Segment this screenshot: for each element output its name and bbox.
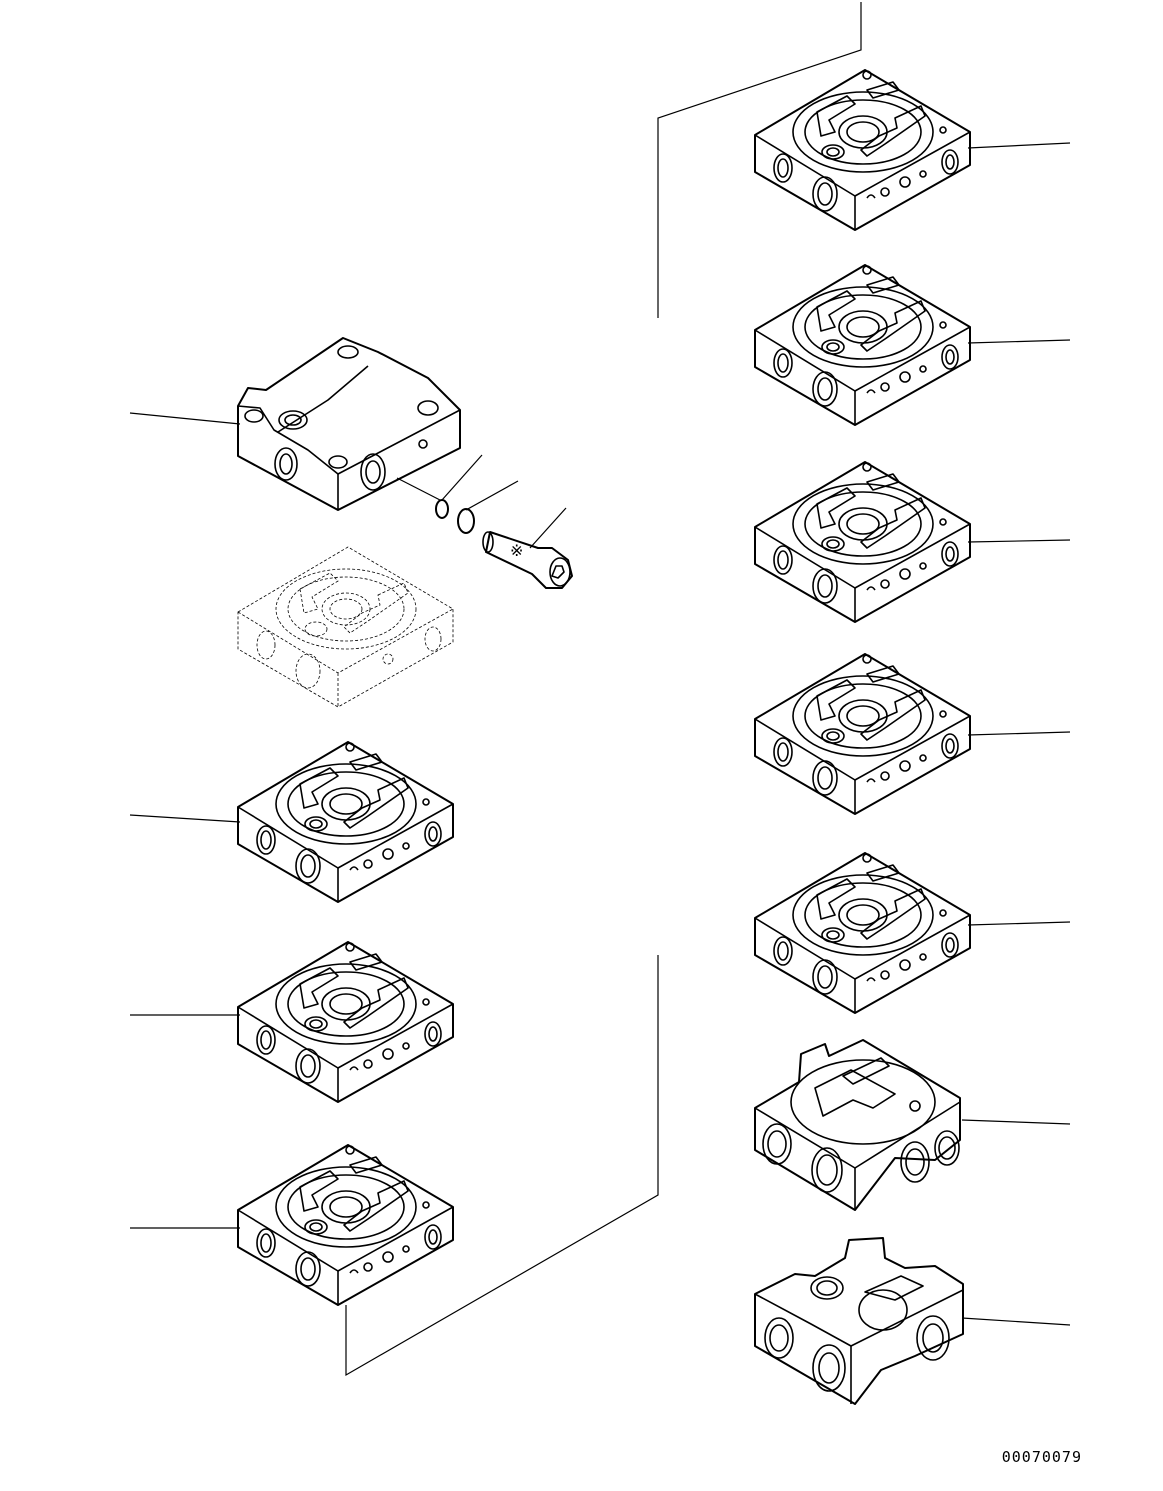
section-left-3 (237, 1144, 454, 1306)
o-ring-1 (435, 499, 449, 519)
section-right-1 (754, 69, 971, 231)
plug-mark: ※ (510, 541, 523, 560)
end-cover-bottom (754, 1237, 964, 1405)
section-reference-dashed (237, 546, 454, 708)
section-left-1 (237, 741, 454, 903)
section-right-5 (754, 852, 971, 1014)
drawing-code: 00070079 (1001, 1448, 1082, 1466)
section-right-4 (754, 653, 971, 815)
section-left-2 (237, 941, 454, 1103)
inlet-section (754, 1039, 961, 1211)
section-right-3 (754, 461, 971, 623)
cover-top-left (237, 337, 461, 511)
connection-lines (345, 2, 862, 1377)
o-ring-2 (457, 508, 475, 534)
plug: ※ (482, 531, 573, 589)
section-right-2 (754, 264, 971, 426)
leader-lines (129, 142, 1071, 1326)
